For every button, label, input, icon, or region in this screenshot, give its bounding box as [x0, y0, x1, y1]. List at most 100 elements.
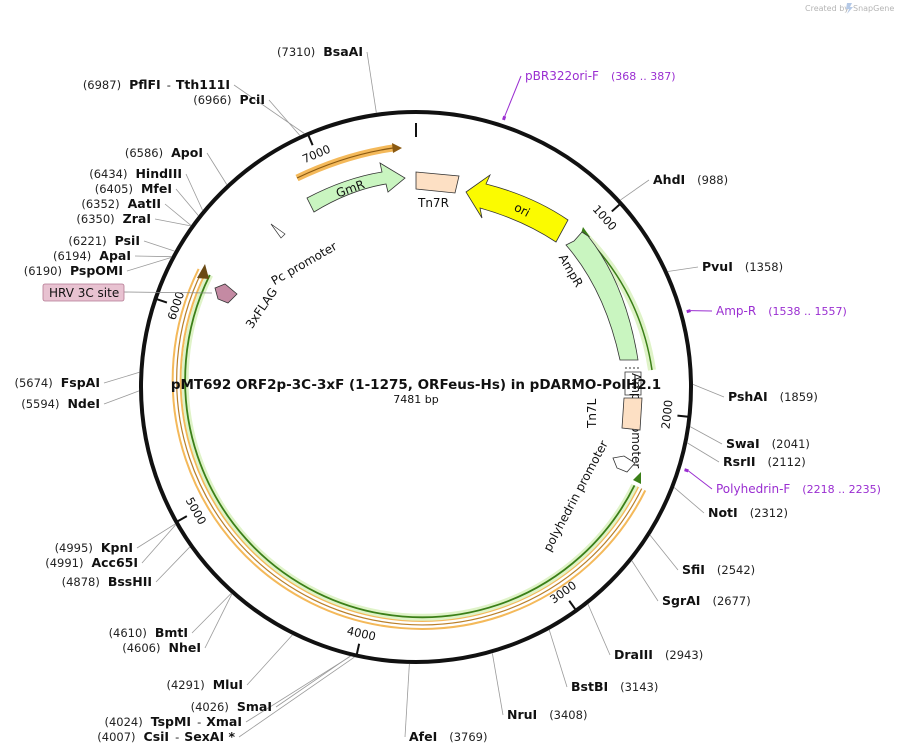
snapgene-logo-icon — [846, 3, 853, 14]
primer-label: Amp-R (1538 .. 1557) — [716, 304, 847, 318]
enzyme-leader-line — [103, 390, 140, 405]
primer-leader-line — [688, 470, 713, 490]
ampr-feature — [565, 231, 640, 369]
enzyme-label: SwaI(2041) — [726, 436, 810, 451]
enzyme-site-position: (4007) — [97, 730, 135, 744]
hrv-3c-site-feature: HRV 3C site — [42, 283, 213, 302]
enzyme-site-position: (2943) — [665, 648, 703, 662]
enzyme-name: AatII — [128, 196, 161, 211]
enzyme-name: BssHII — [108, 574, 152, 589]
hrv-3c-site-label: HRV 3C site — [49, 286, 119, 300]
enzyme-site-position: (3769) — [449, 730, 487, 744]
tick-mark — [176, 515, 188, 523]
enzyme-label: (4026)SmaI — [191, 699, 272, 714]
enzyme-name: AfeI — [409, 729, 437, 744]
primer-label: pBR322ori-F(368 .. 387) — [525, 69, 676, 83]
primer-group: pBR322ori-F(368 .. 387) Amp-R (1538 .. 155… — [502, 69, 881, 496]
enzyme-leader-line — [649, 534, 679, 571]
enzyme-leader-line — [103, 371, 140, 384]
primer-name: pBR322ori-F — [525, 69, 599, 83]
enzyme-name: CsiI — [144, 729, 170, 744]
enzyme-name-secondary: Tth111I — [176, 77, 230, 92]
enzyme-site-position: (2041) — [772, 437, 810, 451]
primer-leader-line — [504, 75, 522, 117]
enzyme-label: (4610) BmtI — [109, 625, 188, 640]
tick-mark — [611, 203, 621, 213]
enzyme-label: RsrII(2112) — [723, 454, 806, 469]
enzyme-label: (5594)NdeI — [21, 396, 100, 411]
tn7r-label: Tn7R — [417, 196, 449, 210]
plasmid-length: 7481 bp — [393, 393, 438, 406]
enzyme-label: (4007)CsiI-SexAI * — [97, 729, 235, 744]
enzyme-label: NruI (3408) — [507, 707, 587, 722]
pc-promoter-feature — [270, 223, 286, 239]
enzyme-label: (6405)MfeI — [95, 181, 172, 196]
primer-name: Amp-R — [716, 304, 756, 318]
enzyme-label: (4606)NheI — [122, 640, 201, 655]
enzyme-name: PvuI — [702, 259, 733, 274]
enzyme-leader-line — [136, 523, 176, 549]
enzyme-label: (6350) ZraI — [76, 211, 151, 226]
enzyme-site-position: (4024) — [104, 715, 142, 729]
primer-range: (1538 .. 1557) — [768, 305, 847, 318]
enzyme-dash: - — [197, 715, 201, 729]
enzyme-name: BmtI — [155, 625, 188, 640]
enzyme-site-position: (4291) — [166, 678, 204, 692]
enzyme-site-position: (988) — [697, 173, 728, 187]
orf-arc — [171, 264, 647, 630]
tn7l-feature — [621, 397, 643, 431]
backbone-circle — [139, 110, 693, 664]
enzyme-name: PshAI — [728, 389, 768, 404]
enzyme-label: SfiI(2542) — [682, 562, 755, 577]
brand-text: SnapGene — [853, 4, 894, 13]
enzyme-leader-line — [141, 524, 176, 564]
enzyme-leader-line — [631, 560, 659, 602]
enzyme-label: (6194)ApaI — [53, 248, 131, 263]
enzyme-name: PflFI — [129, 77, 161, 92]
enzyme-site-position: (6966) — [193, 93, 231, 107]
enzyme-label: AfeI (3769) — [409, 729, 488, 744]
enzyme-site-position: (6190) — [24, 264, 62, 278]
enzyme-name: SgrAI — [662, 593, 700, 608]
primer-label: Polyhedrin-F(2218 .. 2235) — [716, 482, 881, 496]
enzyme-label: (6352)AatII — [81, 196, 161, 211]
enzyme-site-position: (4610) — [109, 626, 147, 640]
enzyme-label: (6966)PciI — [193, 92, 265, 107]
enzyme-name: SfiI — [682, 562, 705, 577]
enzyme-leader-line — [246, 634, 293, 686]
enzyme-name: HindIII — [135, 166, 182, 181]
enzyme-site-position: (6221) — [68, 234, 106, 248]
enzyme-name: NdeI — [67, 396, 100, 411]
enzyme-site-position: (4995) — [55, 541, 93, 555]
3xflag-feature — [214, 283, 238, 304]
enzyme-name: ZraI — [123, 211, 151, 226]
credit-text: Created by — [805, 4, 849, 13]
enzyme-site-position: (4606) — [122, 641, 160, 655]
enzyme-leader-line — [548, 629, 568, 688]
enzyme-label: AhdI(988) — [653, 172, 728, 187]
enzyme-label: BstBI(3143) — [571, 679, 658, 694]
enzyme-site-position: (6350) — [76, 212, 114, 226]
enzyme-leader-line — [134, 255, 172, 258]
enzyme-name: Acc65I — [91, 555, 138, 570]
enzyme-site-position: (4026) — [191, 700, 229, 714]
enzyme-label: SgrAI (2677) — [662, 593, 751, 608]
ori-label: ori — [512, 200, 532, 220]
tn7l-label: Tn7L — [585, 398, 599, 429]
enzyme-leader-line — [491, 653, 504, 716]
enzyme-site-position: (3143) — [620, 680, 658, 694]
tick-mark — [355, 643, 361, 655]
enzyme-site-position: (3408) — [549, 708, 587, 722]
enzyme-leader-line — [191, 593, 232, 634]
ori-feature — [465, 173, 569, 243]
enzyme-leader-line — [587, 603, 611, 656]
primer-mark — [686, 309, 691, 314]
enzyme-leader-line — [143, 240, 175, 252]
enzyme-leader-line — [687, 442, 720, 463]
enzyme-name: NruI — [507, 707, 537, 722]
enzyme-site-position: (2677) — [712, 594, 750, 608]
enzyme-site-position: (2312) — [750, 506, 788, 520]
enzyme-label: (4878)BssHII — [62, 574, 152, 589]
enzyme-leader-line — [238, 656, 355, 738]
